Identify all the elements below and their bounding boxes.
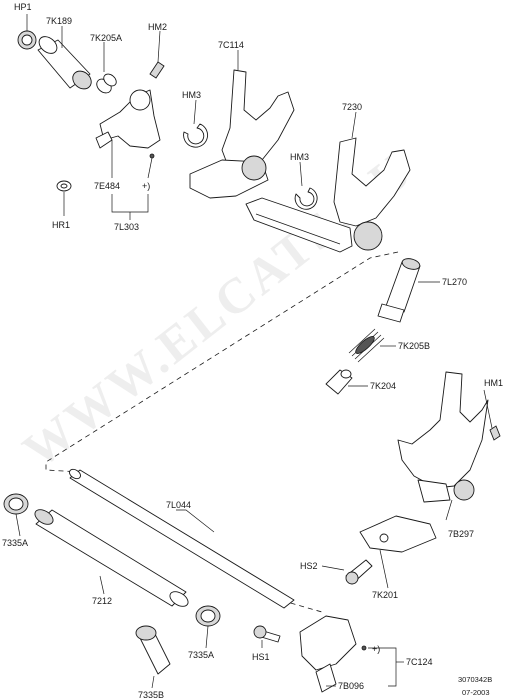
label-7k204: 7K204 [370,381,396,391]
rod-7l044 [69,468,295,609]
label-hm3-lower: HM3 [290,152,309,162]
snap-ring-hm3-upper [183,123,209,148]
plunger-7k204 [325,369,353,395]
footer-date: 07-2003 [462,688,490,697]
pin-hm1 [489,425,501,441]
spring-7k205b [348,328,385,363]
label-7l303: 7L303 [114,222,139,232]
lever-7b096 [299,615,367,693]
label-7335a-upper: 7335A [2,538,28,548]
bushing-7335a-lower [195,605,221,627]
label-7k205b: 7K205B [398,341,430,351]
label-7c124: 7C124 [406,657,433,667]
tube-7212 [34,509,189,607]
label-7k189: 7K189 [46,16,72,26]
bracket-7k201 [359,515,437,553]
label-7l270: 7L270 [442,277,467,287]
plug-hp1 [17,30,37,50]
screw-hs1 [253,625,281,643]
label-7k205a: 7K205A [90,33,122,43]
shift-fork-7b297 [397,371,489,503]
label-hm1: HM1 [484,378,503,388]
label-hs2: HS2 [300,561,318,571]
label-7l044: 7L044 [166,500,191,510]
label-7b297: 7B297 [448,529,474,539]
leader-lines [15,14,493,689]
pin-hm2 [149,61,165,79]
screw-hs2 [345,559,373,585]
label-hm2: HM2 [148,22,167,32]
label-hs1: HS1 [252,652,270,662]
label-7k201: 7K201 [372,590,398,600]
bushing-7335b [135,625,171,675]
footer-code: 3070342B [458,675,492,684]
label-hr1: HR1 [52,220,70,230]
label-plus-2: +) [372,644,380,654]
label-7b096: 7B096 [338,681,364,691]
spring-7k205a [96,73,117,94]
ring-hr1 [56,180,72,192]
label-hp1: HP1 [14,2,32,12]
part-7k189 [37,36,92,90]
label-7c114: 7C114 [218,40,244,50]
snap-ring-hm3-lower [294,187,318,210]
assembly-dashed-line [45,251,399,613]
shift-fork-7230 [333,137,411,251]
label-7335a-lower: 7335A [188,650,214,660]
label-7335b: 7335B [138,690,164,700]
label-7230: 7230 [342,102,362,112]
shift-rail-plate [245,197,353,253]
pin-7l270 [377,258,421,323]
label-7e484: 7E484 [94,181,120,191]
bushing-7335a-upper [3,493,29,515]
shift-fork-7c114 [189,69,295,199]
label-plus-1: +) [142,181,150,191]
lever-7e484 [95,89,161,159]
label-hm3-upper: HM3 [182,90,201,100]
label-7212: 7212 [92,596,112,606]
